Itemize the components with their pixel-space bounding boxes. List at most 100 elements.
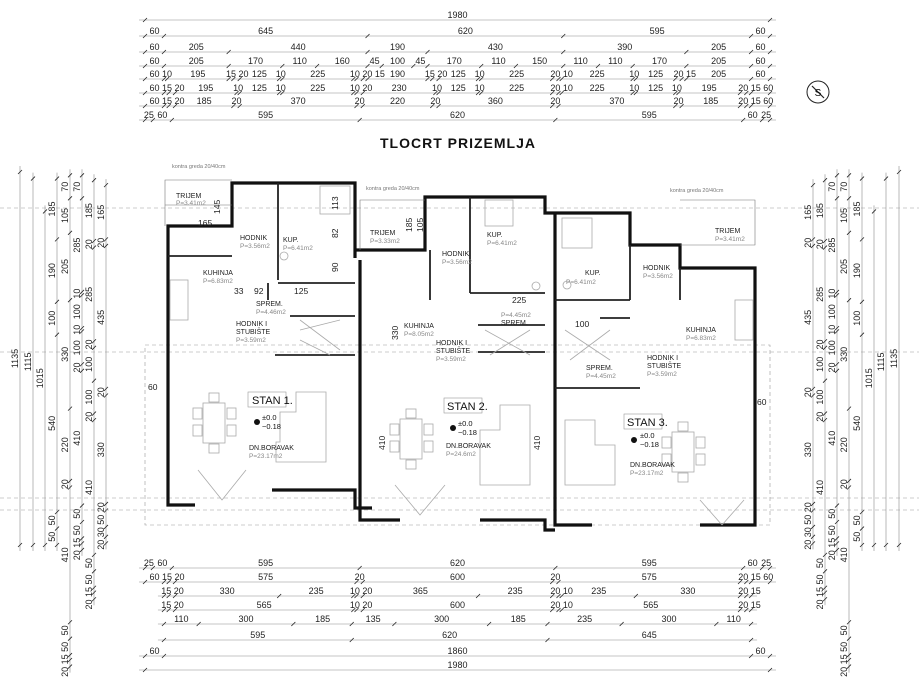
dimension-tick xyxy=(276,76,282,82)
dimension-label: 50 xyxy=(852,515,862,525)
level-bottom: −0.18 xyxy=(458,428,477,437)
dimension-label: 15 xyxy=(686,69,696,79)
dimension-tick xyxy=(79,536,85,541)
dimension-label: 15 xyxy=(751,572,761,582)
dimension-tick xyxy=(553,117,558,123)
room-name: TRIJEM xyxy=(176,193,201,200)
dimension-label: 20 xyxy=(174,600,184,610)
dimension-label: 1860 xyxy=(447,646,467,656)
dimension-label: 235 xyxy=(591,586,606,596)
dimension-label: 205 xyxy=(189,56,204,66)
dimension-tick xyxy=(280,63,285,69)
dimension-label: 365 xyxy=(413,586,428,596)
dimension-label: 330 xyxy=(60,347,70,362)
level-bottom: −0.18 xyxy=(640,440,659,449)
dimension-tick xyxy=(79,368,85,374)
dimension-label: 165 xyxy=(96,205,106,220)
dimension-label: 330 xyxy=(220,586,235,596)
dimension-tick xyxy=(164,76,170,82)
dimension-tick xyxy=(846,664,852,669)
dimension-label: 10 xyxy=(827,289,837,299)
dimension-label: 20 xyxy=(174,572,184,582)
dimension-label: 20 xyxy=(84,599,94,609)
dimension-tick xyxy=(737,90,743,96)
dimension-label: 600 xyxy=(450,572,465,582)
dimension-label: 60 xyxy=(755,646,765,656)
dimension-label: 100 xyxy=(827,304,837,319)
room-name: HODNIK I xyxy=(236,321,267,328)
level-top: ±0.0 xyxy=(262,413,277,422)
room-name: TRIJEM xyxy=(715,228,740,235)
dimension-tick xyxy=(810,508,816,513)
dimension-label: 565 xyxy=(643,600,658,610)
dimension-label: 225 xyxy=(509,69,524,79)
dimension-tick xyxy=(354,607,359,613)
level-marker-icon xyxy=(631,437,637,443)
dimension-label: 20 xyxy=(60,479,70,489)
dimension-label: 285 xyxy=(827,238,837,253)
dimension-label: 20 xyxy=(803,387,813,397)
unit-label: STAN 2. xyxy=(447,401,488,413)
dimension-tick xyxy=(91,177,97,183)
dimension-tick xyxy=(54,542,60,548)
dimension-tick xyxy=(475,76,481,82)
dimension-tick xyxy=(478,90,484,96)
dimension-tick xyxy=(91,378,97,383)
dimension-tick xyxy=(161,653,167,659)
dimension-tick xyxy=(744,593,749,599)
dimension-tick xyxy=(560,33,566,39)
dimension-tick xyxy=(425,76,430,82)
dimension-label: 435 xyxy=(803,310,813,325)
dimension-label: 170 xyxy=(248,56,263,66)
dimension-tick xyxy=(79,547,85,553)
dimension-label: 20 xyxy=(96,387,106,397)
dimension-label: 60 xyxy=(748,110,758,120)
dimension-label: 135 xyxy=(366,614,381,624)
dimension-label: 60 xyxy=(748,558,758,568)
dimension-tick xyxy=(79,541,85,546)
dimension-label: 15 xyxy=(162,96,172,106)
dimension-tick xyxy=(822,177,828,183)
dimension-tick xyxy=(744,579,749,585)
dimension-tick xyxy=(684,63,689,69)
dimension-label: 620 xyxy=(450,558,465,568)
dimension-tick xyxy=(834,547,840,553)
dimension-tick xyxy=(748,76,754,82)
dimension-label: 20 xyxy=(815,239,825,249)
room-area: P=3.41m2 xyxy=(176,200,206,207)
level-bottom: −0.18 xyxy=(262,422,281,431)
dimension-label: 185 xyxy=(84,203,94,218)
dimension-tick xyxy=(237,90,242,96)
dimension-label: 100 xyxy=(815,390,825,405)
north-arrow-icon: S xyxy=(806,80,830,104)
dimension-label: 15 xyxy=(161,586,171,596)
room-area: P=8.05m2 xyxy=(404,331,434,338)
dimension-tick xyxy=(810,182,816,188)
dimension-label: 15 xyxy=(72,538,82,548)
room-name: KUP. xyxy=(283,237,298,244)
dimension-tick xyxy=(810,524,816,530)
dimension-label: 100 xyxy=(815,357,825,372)
dimension-label: 100 xyxy=(72,340,82,355)
dimension-tick xyxy=(280,76,285,82)
dimension-tick xyxy=(351,593,356,599)
dimension-label: 20 xyxy=(362,600,372,610)
dimension-tick xyxy=(67,636,73,641)
dimension-tick xyxy=(142,117,148,123)
dimension-tick xyxy=(475,593,481,599)
dimension-label: 220 xyxy=(839,437,849,452)
room-name: HODNIK I xyxy=(647,355,678,362)
dimension-tick xyxy=(545,621,550,627)
dimension-label: 1980 xyxy=(447,660,467,670)
dimension-label: 185 xyxy=(815,203,825,218)
dimension-label: 15 xyxy=(162,83,172,93)
dimension-label: 20 xyxy=(84,239,94,249)
dimension-tick xyxy=(360,76,366,82)
dimension-tick xyxy=(54,509,60,515)
dimension-label: 300 xyxy=(434,614,449,624)
dimension-tick xyxy=(150,565,156,571)
dimension-tick xyxy=(822,238,828,244)
dimension-label: 110 xyxy=(174,614,188,624)
dimension-tick xyxy=(737,579,743,585)
dimension-label: 1115 xyxy=(876,352,886,371)
